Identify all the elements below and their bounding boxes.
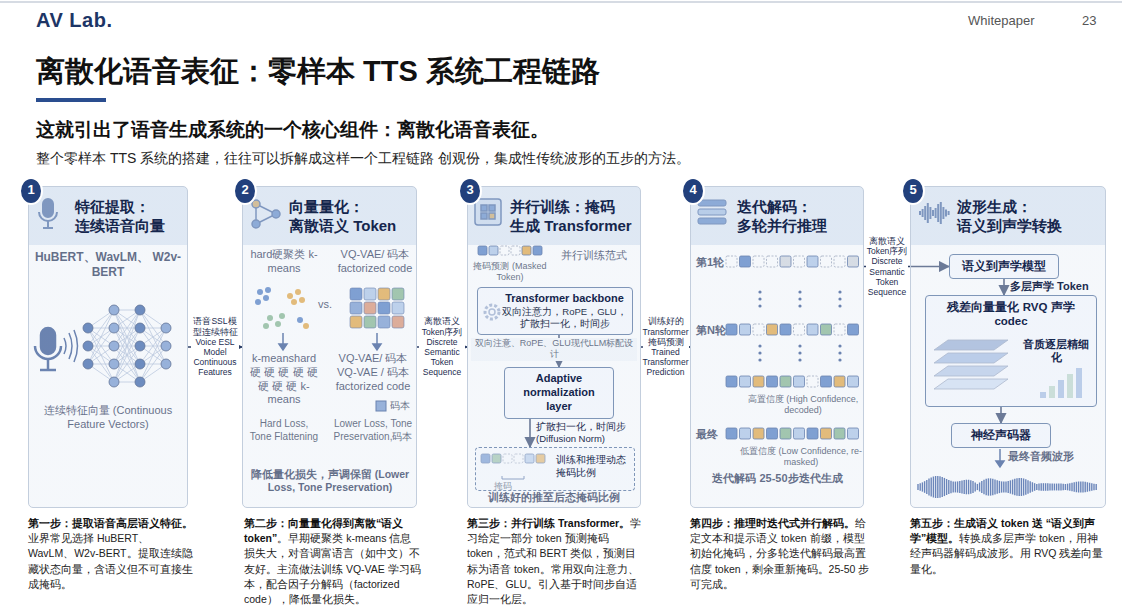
note-label: 这就引出了语音生成系统的一个核心组件：离散化语音表征。 (36, 118, 1086, 142)
node-title: 并行训练：掩码 生成 Transformer (510, 198, 634, 236)
note-label: 23 (1082, 13, 1112, 29)
step-caption: 第五步：生成语义 token 送 “语义到声学”模型。转换成多层声学 token… (910, 516, 1108, 577)
caption-lead: 第四步：推理时迭代式并行解码。 (690, 517, 855, 529)
process-box: 语义到声学模型 (949, 254, 1059, 279)
stage-panel: 迭代解码： 多轮并行推理4 (690, 186, 864, 508)
caption-lead: 第三步：并行训练 Transformer。 (467, 517, 630, 529)
node-title: Adaptive normalization layer (510, 372, 608, 413)
connector-label: 多层声学 Token (1010, 280, 1096, 294)
node-title: Transformer backbone (502, 292, 627, 306)
node-title: 4 (683, 179, 703, 201)
node-body: 双向注意力，RoPE，GLU，扩散扫一化，时间步 (502, 306, 627, 330)
node-title: 3 (460, 179, 480, 201)
caption-body: 学习给定一部分 token 预测掩码 token，范式和 BERT 类似，预测目… (467, 517, 641, 605)
page-title: 离散化语音表征：零样本 TTS 系统工程链路 (36, 52, 600, 92)
node-title: 1 (21, 179, 41, 201)
step-number: 2 (233, 177, 257, 205)
process-box: 残差向量量化 RVQ 声学 codec 音质逐层精细化 (925, 295, 1097, 407)
stage-panel: 并行训练：掩码 生成 Transformer3Transformer backb… (467, 186, 641, 508)
step-caption: 第二步：向量量化得到离散“语义 token”。早期硬聚类 k-means 信息损… (244, 516, 422, 607)
connector-label: 扩散扫一化，时间步 (Diffusion Norm) (536, 421, 636, 445)
node-title: 波形生成： 语义到声学转换 (957, 198, 1099, 236)
node-title: 5 (903, 179, 923, 201)
caption-lead: 第一步：提取语音高层语义特征。 (28, 517, 193, 529)
step-caption: 第三步：并行训练 Transformer。学习给定一部分 token 预测掩码 … (467, 516, 645, 607)
process-box: 训练和推理动态掩码比例 (475, 447, 635, 491)
node-title: 2 (235, 179, 255, 201)
stage-panel: 特征提取： 连续语音向量1 (28, 186, 188, 508)
stage-panel: 向量量化： 离散语义 Token2 (242, 186, 417, 508)
connector-label: 离散语义Token序列 Discrete Semantic Token Sequ… (866, 236, 908, 297)
step-number: 1 (19, 177, 43, 205)
process-box: Adaptive normalization layer (504, 367, 614, 419)
step-number: 5 (901, 177, 925, 205)
caption-body: 业界常见选择 HuBERT、WavLM、W2v-BERT。提取连续隐藏状态向量，… (28, 532, 193, 590)
node-title: 语义到声学模型 (955, 259, 1053, 273)
process-box: 神经声码器 (951, 423, 1051, 448)
node-title: 神经声码器 (957, 428, 1045, 442)
title-underline (36, 98, 106, 102)
step-number: 3 (458, 177, 482, 205)
node-title: 训练和推理动态掩码比例 (556, 454, 630, 479)
note-label: AV Lab. (36, 8, 156, 33)
node-body: 音质逐层精细化 (1022, 338, 1090, 364)
step-number: 4 (681, 177, 705, 205)
connector-label: 训练好的Transformer掩码预测 Trained Transformer … (643, 316, 689, 377)
node-title: 迭代解码： 多轮并行推理 (737, 198, 857, 236)
process-box: Transformer backbone双向注意力，RoPE，GLU，扩散扫一化… (477, 287, 633, 335)
connector-label: 语音SSL模型连续特征 Voice ESL Model Continuous F… (191, 316, 239, 377)
node-title: 残差向量量化 RVQ 声学 codec (931, 300, 1091, 329)
note-label: 整个零样本 TTS 系统的搭建，往往可以拆解成这样一个工程链路 创观份，集成性传… (36, 150, 1096, 168)
node-title: 特征提取： 连续语音向量 (75, 198, 181, 236)
step-caption: 第一步：提取语音高层语义特征。业界常见选择 HuBERT、WavLM、W2v-B… (28, 516, 194, 592)
connector-label: 离散语义Token序列 Discrete Semantic Token Sequ… (419, 316, 465, 377)
stage-panel: 波形生成： 语义到声学转换5语义到声学模型残差向量量化 RVQ 声学 codec… (910, 186, 1106, 508)
note-label: Whitepaper (968, 13, 1058, 29)
step-caption: 第四步：推理时迭代式并行解码。给定文本和提示语义 token 前缀，模型初始化掩… (690, 516, 870, 592)
top-rule (0, 1, 1122, 3)
node-title: 向量量化： 离散语义 Token (289, 198, 410, 236)
